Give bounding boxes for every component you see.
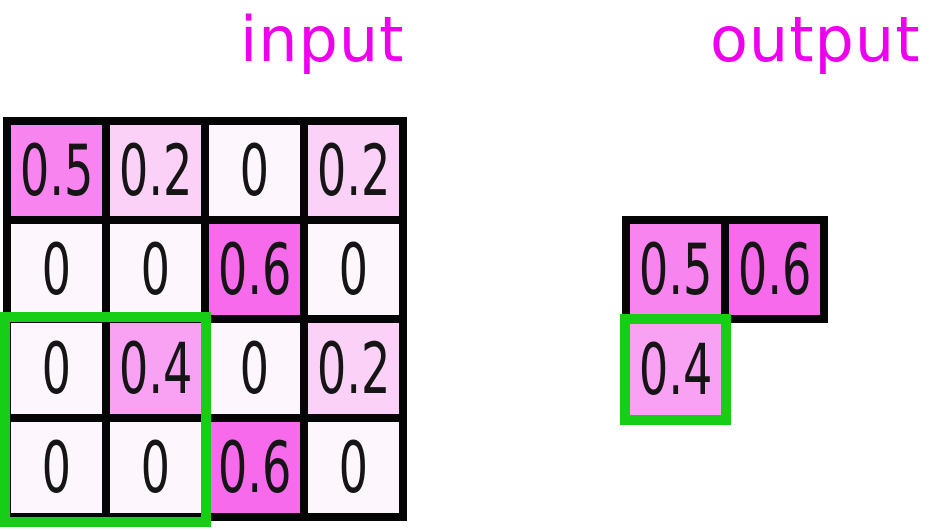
cell-value: 0.6 — [737, 228, 812, 311]
cell-value: 0 — [41, 327, 72, 410]
input-cell-r2c2: 0 — [110, 224, 201, 315]
input-cell-r3c3: 0 — [209, 323, 300, 414]
input-cell-r2c1: 0 — [11, 224, 102, 315]
input-cell-r3c1: 0 — [11, 323, 102, 414]
cell-value: 0 — [41, 426, 72, 509]
input-cell-r4c3: 0.6 — [209, 422, 300, 513]
cell-value: 0 — [239, 129, 270, 212]
output-cell-1: 0.5 — [630, 224, 721, 315]
input-cell-r4c1: 0 — [11, 422, 102, 513]
input-grid: 0.5 0.2 0 0.2 0 0 0.6 0 0 0.4 0 0.2 0 0 … — [3, 117, 407, 521]
input-cell-r3c2: 0.4 — [110, 323, 201, 414]
output-cell-2: 0.6 — [729, 224, 820, 315]
cell-value: 0 — [140, 426, 171, 509]
cell-value: 0.2 — [118, 129, 193, 212]
output-cell-highlighted: 0.4 — [620, 314, 731, 425]
cell-value: 0.5 — [638, 228, 713, 311]
input-cell-r1c4: 0.2 — [308, 125, 399, 216]
cell-value: 0 — [338, 228, 369, 311]
input-cell-r2c4: 0 — [308, 224, 399, 315]
cell-value: 0.2 — [316, 129, 391, 212]
cell-value: 0.6 — [217, 228, 292, 311]
cell-value: 0.6 — [217, 426, 292, 509]
input-cell-r4c4: 0 — [308, 422, 399, 513]
input-cell-r1c1: 0.5 — [11, 125, 102, 216]
cell-value: 0.4 — [638, 328, 713, 411]
output-grid: 0.5 0.6 — [622, 216, 828, 323]
input-cell-r1c2: 0.2 — [110, 125, 201, 216]
input-title: input — [240, 3, 405, 76]
cell-value: 0.4 — [118, 327, 193, 410]
input-cell-r1c3: 0 — [209, 125, 300, 216]
cell-value: 0 — [41, 228, 72, 311]
cell-value: 0.5 — [19, 129, 94, 212]
cell-value: 0 — [338, 426, 369, 509]
output-title: output — [710, 3, 921, 76]
cell-value: 0 — [239, 327, 270, 410]
input-cell-r2c3: 0.6 — [209, 224, 300, 315]
cell-value: 0 — [140, 228, 171, 311]
input-cell-r4c2: 0 — [110, 422, 201, 513]
input-cell-r3c4: 0.2 — [308, 323, 399, 414]
cell-value: 0.2 — [316, 327, 391, 410]
